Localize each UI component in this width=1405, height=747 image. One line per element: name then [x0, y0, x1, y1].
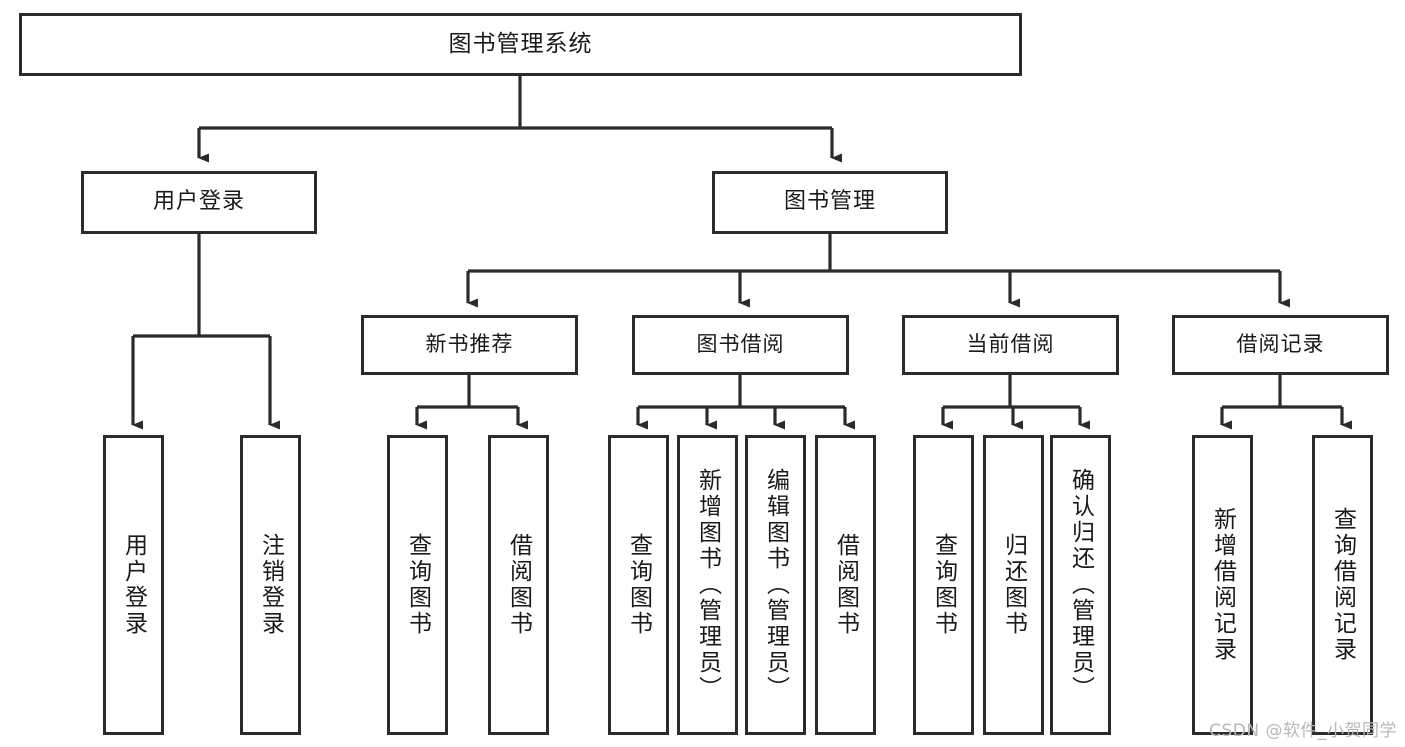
node-root-system[interactable]: 图书管理系统 [19, 13, 1022, 76]
node-label: 用户登录 [152, 189, 245, 215]
node-leaf-add-book-admin[interactable]: 新增图书（管理员） [677, 435, 738, 735]
node-label: 当前借阅 [966, 332, 1055, 357]
node-leaf-borrow-book[interactable]: 借阅图书 [815, 435, 876, 735]
node-book-management[interactable]: 图书管理 [712, 171, 948, 234]
node-leaf-user-login[interactable]: 用户登录 [103, 435, 164, 735]
edges-current-to-leaves [941, 375, 1090, 430]
leaf-text-wrap: 归还图书 [986, 438, 1041, 732]
node-label: 注销登录 [257, 533, 284, 637]
leaf-text-wrap: 查询图书 [916, 438, 971, 732]
edges-borrow-to-leaves [636, 375, 855, 430]
leaf-text-wrap: 借阅图书 [818, 438, 873, 732]
node-label: 查询图书 [404, 533, 431, 637]
node-leaf-query-book-current[interactable]: 查询图书 [913, 435, 974, 735]
node-leaf-edit-book-admin[interactable]: 编辑图书（管理员） [745, 435, 806, 735]
node-label: 图书管理 [783, 189, 876, 215]
node-leaf-query-book-recommend[interactable]: 查询图书 [387, 435, 448, 735]
leaf-text-wrap: 确认归还（管理员） [1053, 438, 1108, 732]
node-label: 归还图书 [1000, 533, 1027, 637]
leaf-text-wrap: 借阅图书 [491, 438, 546, 732]
node-label: 用户登录 [120, 533, 147, 637]
edges-userlogin-to-leaves [131, 234, 280, 430]
node-book-borrow[interactable]: 图书借阅 [632, 315, 849, 375]
node-user-login[interactable]: 用户登录 [81, 171, 317, 234]
leaf-text-wrap: 查询借阅记录 [1315, 438, 1370, 732]
node-label: 图书借阅 [696, 332, 785, 357]
node-label: 新增借阅记录 [1209, 507, 1236, 663]
edges-records-to-leaves [1220, 375, 1352, 430]
node-leaf-borrow-book-recommend[interactable]: 借阅图书 [488, 435, 549, 735]
edges-newbook-to-leaves [415, 375, 528, 430]
node-current-borrow[interactable]: 当前借阅 [902, 315, 1119, 375]
node-label: 借阅图书 [832, 533, 859, 637]
node-leaf-query-borrow-record[interactable]: 查询借阅记录 [1312, 435, 1373, 735]
node-label: 查询图书 [625, 533, 652, 637]
node-leaf-add-borrow-record[interactable]: 新增借阅记录 [1192, 435, 1253, 735]
leaf-text-wrap: 新增借阅记录 [1195, 438, 1250, 732]
leaf-text-wrap: 查询图书 [611, 438, 666, 732]
node-label: 新增图书（管理员） [694, 468, 721, 702]
leaf-text-wrap: 新增图书（管理员） [680, 438, 735, 732]
node-leaf-logout[interactable]: 注销登录 [240, 435, 301, 735]
csdn-watermark: CSDN @软件_小贺同学 [1209, 721, 1397, 741]
node-new-book-recommend[interactable]: 新书推荐 [361, 315, 578, 375]
edges-bookmgmt-to-level2 [466, 234, 1290, 308]
node-label: 借阅记录 [1236, 332, 1325, 357]
node-label: 确认归还（管理员） [1067, 468, 1094, 702]
node-label: 图书管理系统 [448, 30, 593, 57]
node-label: 新书推荐 [425, 332, 514, 357]
node-label: 借阅图书 [505, 533, 532, 637]
node-label: 查询图书 [930, 533, 957, 637]
node-label: 编辑图书（管理员） [762, 468, 789, 702]
leaf-text-wrap: 查询图书 [390, 438, 445, 732]
leaf-text-wrap: 注销登录 [243, 438, 298, 732]
node-borrow-records[interactable]: 借阅记录 [1172, 315, 1389, 375]
leaf-text-wrap: 用户登录 [106, 438, 161, 732]
node-leaf-confirm-return-admin[interactable]: 确认归还（管理员） [1050, 435, 1111, 735]
node-leaf-return-book[interactable]: 归还图书 [983, 435, 1044, 735]
node-label: 查询借阅记录 [1329, 507, 1356, 663]
edges-root-to-level1 [197, 76, 842, 163]
node-leaf-query-book-borrow[interactable]: 查询图书 [608, 435, 669, 735]
leaf-text-wrap: 编辑图书（管理员） [748, 438, 803, 732]
